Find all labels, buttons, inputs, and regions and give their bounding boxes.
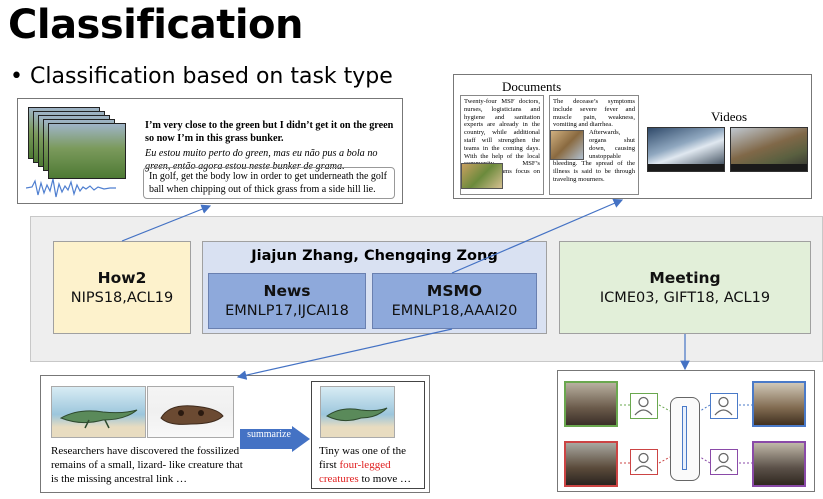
msmo-venues: EMNLP18,AAAI20 — [391, 303, 518, 319]
participant-video — [752, 381, 806, 427]
how2-venues: NIPS18,ACL19 — [70, 289, 174, 306]
document-2-text-side: Afterwards, organs shut down, causing un… — [589, 129, 635, 160]
meeting-name: Meeting — [649, 268, 721, 287]
document-2-text-bottom: bleeding. The spread of the illness is s… — [553, 160, 635, 183]
arrow-msmo-to-documents — [451, 198, 624, 274]
golf-video-frame — [48, 123, 126, 179]
person-icon — [630, 449, 658, 475]
msmo-summary-text: Tiny was one of the first four-legged cr… — [319, 444, 423, 486]
connection-lines — [620, 404, 752, 464]
bullet-dot: • — [10, 64, 23, 89]
authors-group-title: Jiajun Zhang, Chengqing Zong — [251, 248, 498, 264]
fossil-skull-drawing — [160, 405, 224, 425]
meeting-example-frame — [557, 370, 815, 492]
person-icon — [630, 393, 658, 419]
person-icon — [710, 449, 738, 475]
document-2-text-top: The decease’s symptoms include severe fe… — [553, 98, 635, 129]
summarize-arrow-icon — [240, 426, 310, 452]
video-thumbnail — [647, 127, 725, 172]
summary-text-end: to move … — [358, 473, 411, 485]
summary-box — [311, 381, 425, 489]
how2-example-frame: I’m very close to the green but I didn’t… — [17, 98, 403, 204]
tiktaalik-drawing — [59, 409, 138, 429]
meeting-venues: ICME03, GIFT18, ACL19 — [599, 289, 771, 306]
slide-title: Classification — [8, 2, 304, 48]
summarize-label: summarize — [247, 429, 291, 440]
msmo-name: MSMO — [426, 282, 483, 300]
news-venues: EMNLP17,IJCAI18 — [225, 303, 349, 319]
msmo-category-box: MSMO EMNLP18,AAAI20 — [372, 273, 537, 329]
video-thumbnail — [730, 127, 808, 172]
video-frames-stack — [28, 107, 128, 179]
how2-category-box: How2 NIPS18,ACL19 — [53, 241, 191, 334]
summary-highlight: four-legged creatures — [319, 459, 391, 485]
arrow-how2-to-example — [121, 204, 212, 242]
arrow-msmo-to-example — [236, 328, 453, 380]
msmo-article-text: Researchers have discovered the fossiliz… — [51, 445, 243, 485]
news-name: News — [263, 282, 311, 300]
summary-text-start: Tiny was one of the first — [319, 445, 406, 471]
meeting-table-icon — [670, 397, 700, 481]
meeting-category-box: Meeting ICME03, GIFT18, ACL19 — [559, 241, 811, 334]
summary-creature-drawing — [326, 407, 388, 422]
participant-video — [752, 441, 806, 487]
video-player-controls — [731, 164, 807, 171]
document-page-2: The decease’s symptoms include severe fe… — [549, 95, 639, 195]
portuguese-translation: Eu estou muito perto do green, mas eu nã… — [145, 148, 378, 172]
person-icon — [710, 393, 738, 419]
participant-video — [564, 441, 618, 487]
audio-waveform-icon — [26, 178, 116, 198]
document-photo — [550, 130, 584, 160]
videos-label: Videos — [711, 109, 748, 124]
english-transcript: I’m very close to the green but I didn’t… — [145, 120, 394, 144]
how2-summary: In golf, get the body low in order to ge… — [143, 167, 395, 199]
news-category-box: News EMNLP17,IJCAI18 — [208, 273, 366, 329]
documents-label: Documents — [502, 79, 562, 94]
msmo-example-frame: Researchers have discovered the fossiliz… — [40, 375, 430, 493]
documents-videos-frame: Documents Twenty-four MSF doctors, nurse… — [453, 74, 812, 199]
transcript-text: I’m very close to the green but I didn’t… — [145, 119, 395, 173]
document-photo — [461, 163, 503, 189]
bullet-text: Classification based on task type — [30, 64, 393, 89]
video-player-controls — [648, 164, 724, 171]
participant-video — [564, 381, 618, 427]
microphone-array-icon — [682, 406, 687, 470]
how2-name: How2 — [97, 268, 147, 287]
bullet-point: • Classification based on task type — [10, 64, 393, 89]
